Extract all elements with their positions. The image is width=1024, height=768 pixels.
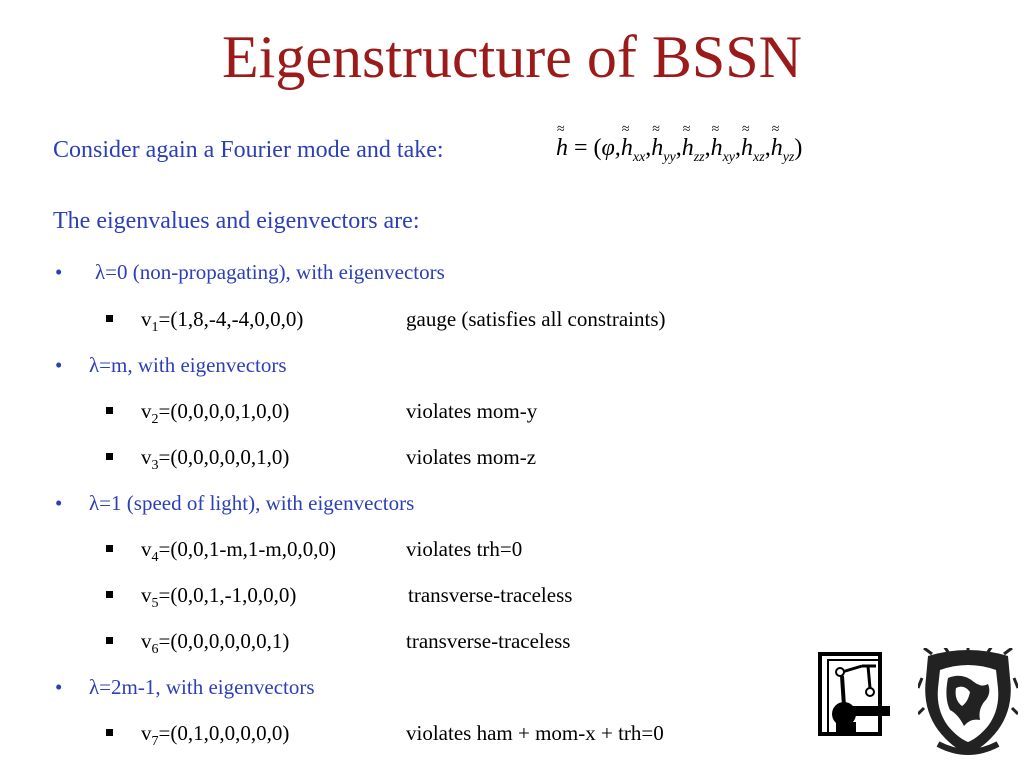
square-bullet-icon <box>106 315 113 322</box>
formula-close: ) <box>794 135 803 161</box>
eigenvector-v6: v6=(0,0,0,0,0,0,1) transverse-traceless <box>106 628 570 663</box>
eigenvector-note: violates ham + mom-x + trh=0 <box>406 721 664 745</box>
eigenvector-v3: v3=(0,0,0,0,0,1,0) violates mom-z <box>106 444 536 479</box>
bullet-lambda-0: • λ=0 (non-propagating), with eigenvector… <box>55 259 445 285</box>
university-crest-icon <box>918 648 1018 755</box>
formula-sub-zz: zz <box>693 150 705 165</box>
formula-sub-xy: xy <box>722 150 736 165</box>
slide-title: Eigenstructure of BSSN <box>222 24 802 90</box>
square-bullet-icon <box>106 637 113 644</box>
bullet-dot: • <box>55 491 63 515</box>
eigenvector-note: violates mom-y <box>406 399 538 423</box>
eigenvector-note: transverse-traceless <box>408 583 573 607</box>
bullet-text: λ=1 (speed of light), with eigenvectors <box>89 491 415 515</box>
bullet-dot: • <box>55 675 63 699</box>
square-bullet-icon <box>106 453 113 460</box>
square-bullet-icon <box>106 407 113 414</box>
bullet-lambda-1: • λ=1 (speed of light), with eigenvectors <box>55 490 414 516</box>
square-bullet-icon <box>106 729 113 736</box>
square-bullet-icon <box>106 591 113 598</box>
bullet-lambda-m: • λ=m, with eigenvectors <box>55 352 287 378</box>
eigenvector-v4: v4=(0,0,1-m,1-m,0,0,0) violates trh=0 <box>106 536 522 571</box>
formula-sub-xx: xx <box>632 150 646 165</box>
bullet-lambda-2m-1: • λ=2m-1, with eigenvectors <box>55 674 315 700</box>
eigenvector-v2: v2=(0,0,0,0,1,0,0) violates mom-y <box>106 398 537 433</box>
intro-line: Consider again a Fourier mode and take: <box>53 137 444 163</box>
institute-logo-icon <box>818 652 890 736</box>
eigenvector-v5: v5=(0,0,1,-1,0,0,0) transverse-traceless <box>106 582 572 617</box>
formula-sub-yz: yz <box>782 150 795 165</box>
formula-sub-yy: yy <box>663 150 676 165</box>
bullet-text: λ=2m-1, with eigenvectors <box>89 675 315 699</box>
eigenvector-v7: v7=(0,1,0,0,0,0,0) violates ham + mom-x … <box>106 720 664 755</box>
eigen-intro-line: The eigenvalues and eigenvectors are: <box>53 208 420 234</box>
bullet-text: λ=0 (non-propagating), with eigenvectors <box>95 260 445 284</box>
fourier-mode-formula: h = (φ,hxx,hyy,hzz,hxy,hxz,hyz) <box>556 110 803 178</box>
eigenvector-note: violates trh=0 <box>406 537 523 561</box>
bullet-dot: • <box>55 260 63 284</box>
square-bullet-icon <box>106 545 113 552</box>
eigenvector-note: transverse-traceless <box>406 629 571 653</box>
bullet-dot: • <box>55 353 63 377</box>
eigenvector-v1: v1=(1,8,-4,-4,0,0,0) gauge (satisfies al… <box>106 306 666 341</box>
bullet-text: λ=m, with eigenvectors <box>89 353 287 377</box>
formula-phi: φ, <box>601 135 621 161</box>
formula-lhs: h <box>556 110 568 168</box>
formula-equals: = ( <box>574 135 602 161</box>
eigenvector-note: violates mom-z <box>406 445 537 469</box>
formula-sub-xz: xz <box>753 150 765 165</box>
eigenvector-note: gauge (satisfies all constraints) <box>406 307 666 331</box>
